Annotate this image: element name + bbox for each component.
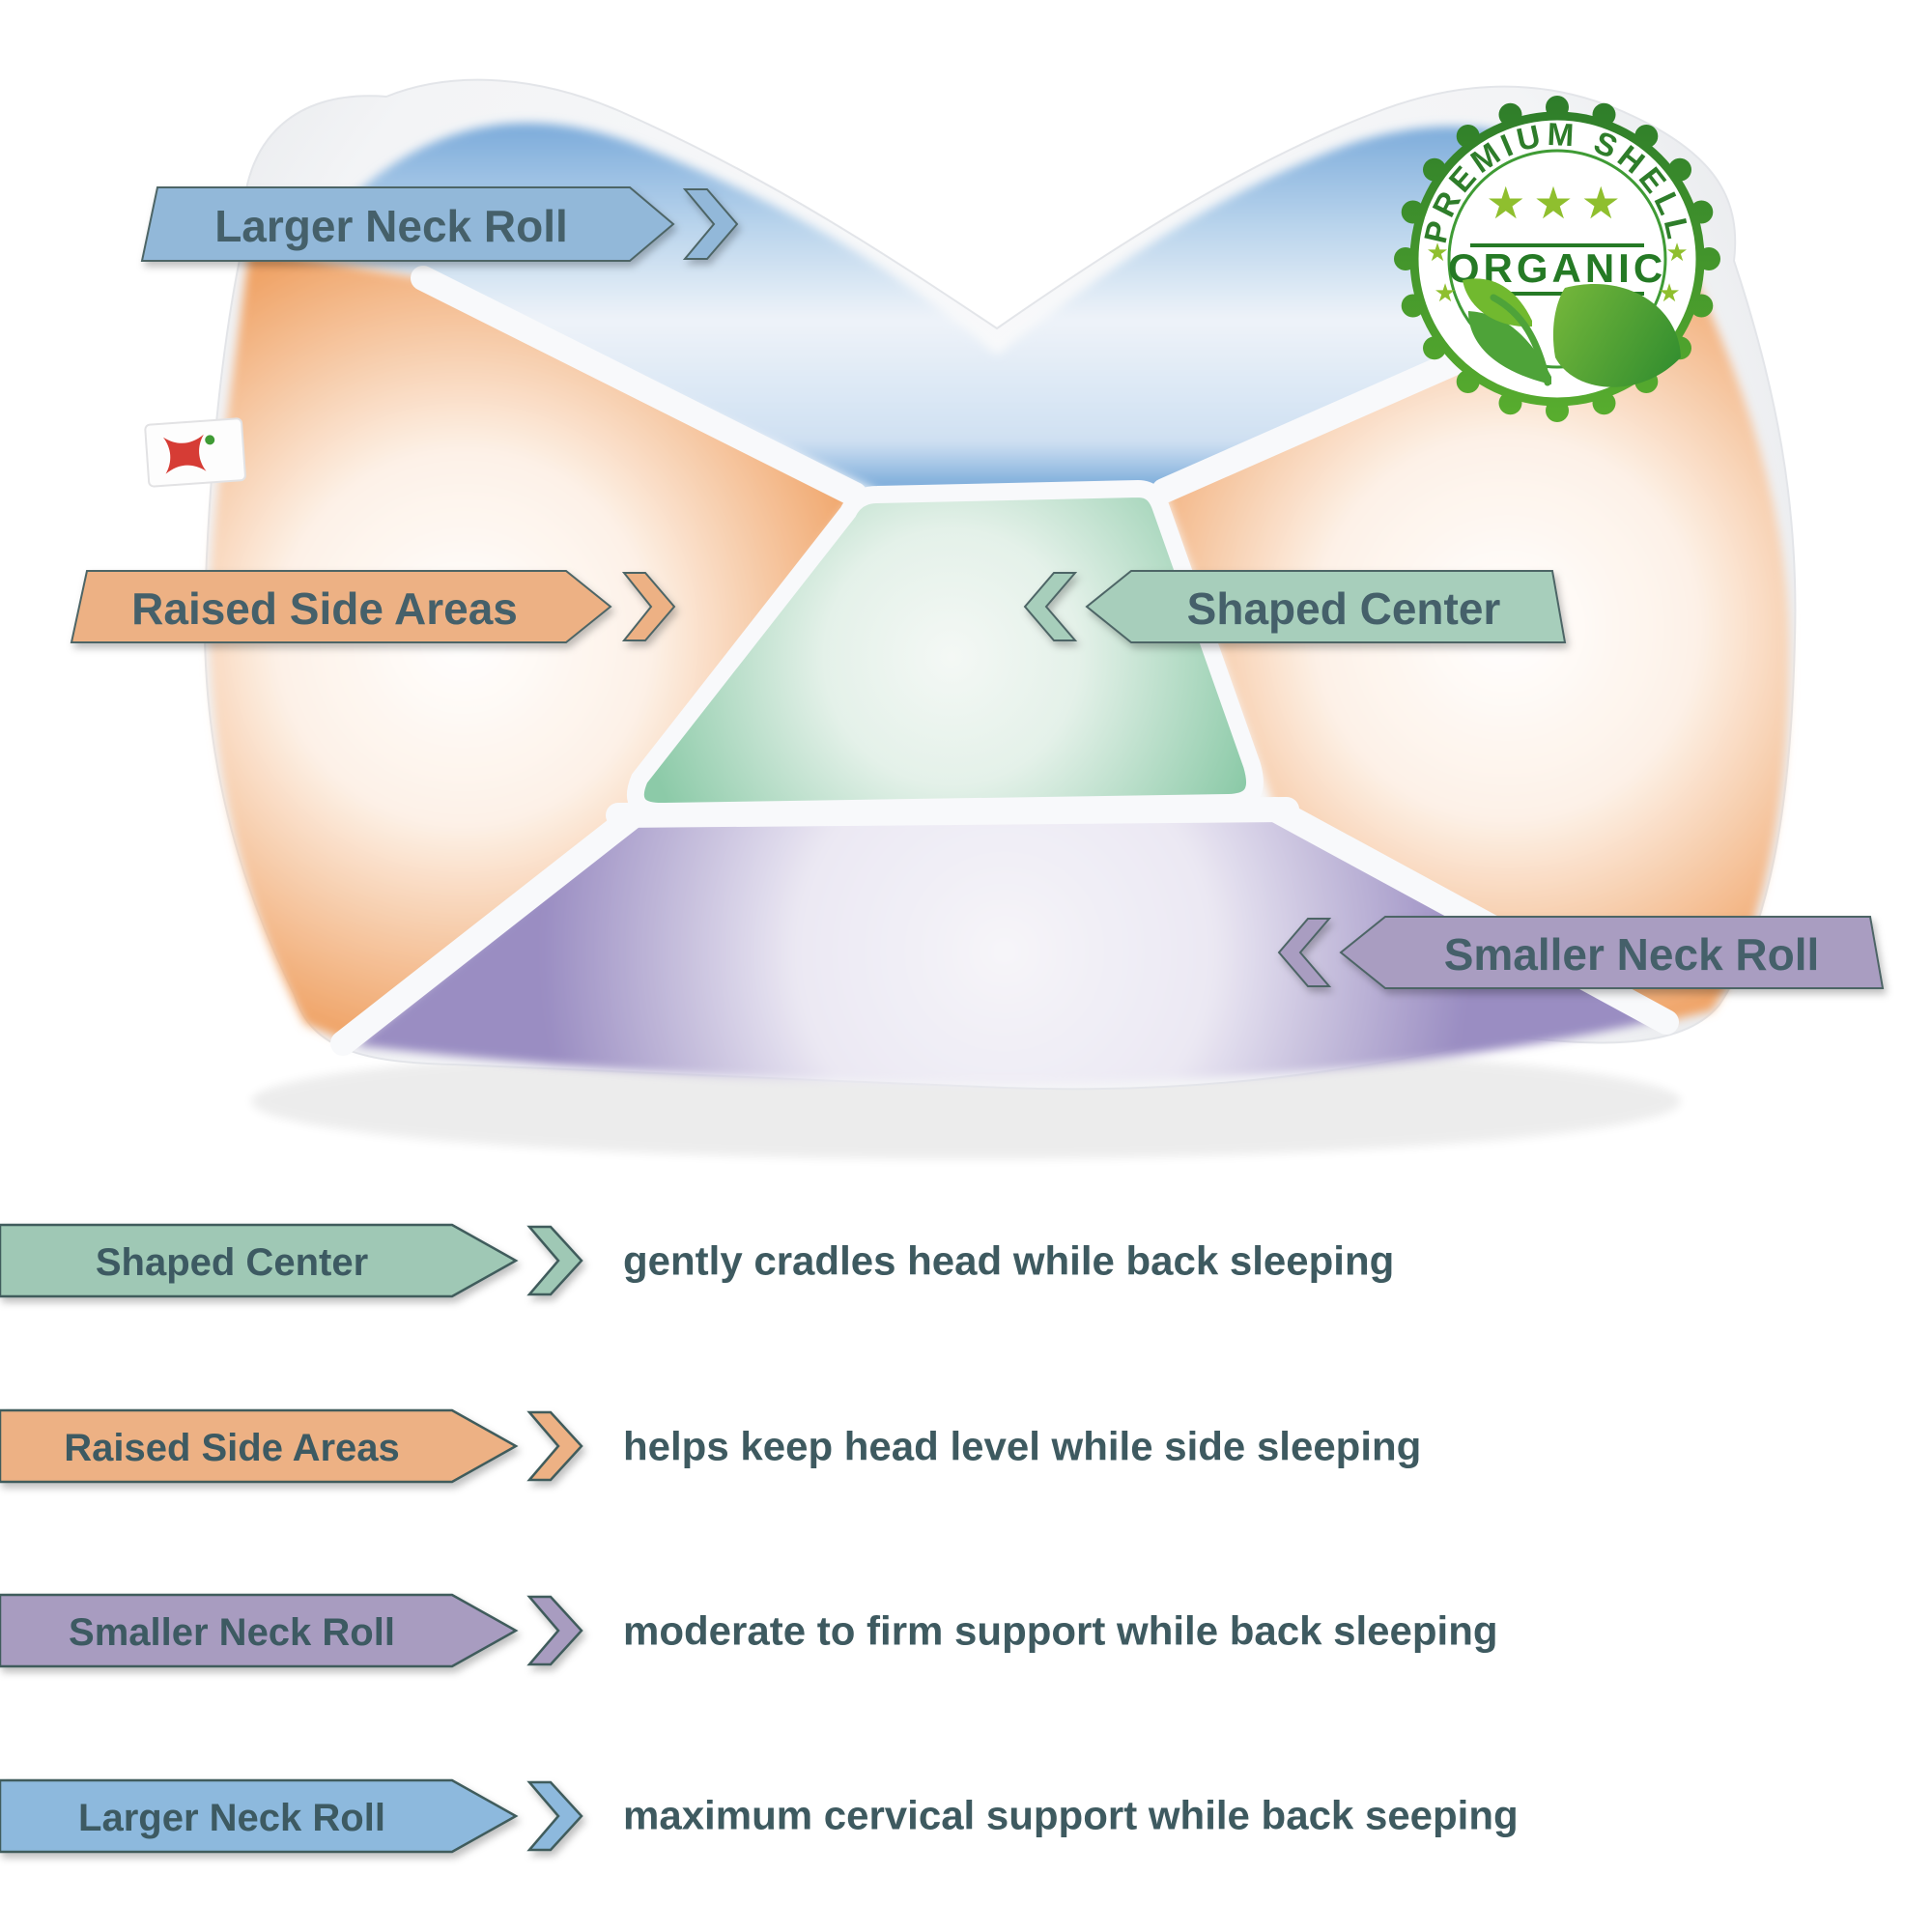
legend-banner <box>0 1408 519 1484</box>
chevron-right-icon <box>682 188 739 260</box>
legend-banner <box>0 1593 519 1668</box>
callout-banner <box>140 186 675 262</box>
legend-label: Shaped Center <box>96 1241 368 1284</box>
pillow-zone-smaller-neck-roll <box>355 813 1657 1084</box>
callout-smaller-neck-roll: Smaller Neck Roll <box>1277 916 1885 989</box>
chevron-right-icon <box>526 1225 583 1296</box>
legend-description: helps keep head level while side sleepin… <box>623 1424 1421 1469</box>
callout-banner <box>1085 570 1567 643</box>
legend-description: maximum cervical support while back seep… <box>623 1793 1519 1838</box>
pillow-zone-shaped-center <box>627 479 1264 821</box>
chevron-right-icon <box>621 572 676 641</box>
callout-larger-neck-roll: Larger Neck Roll <box>140 186 739 262</box>
badge-star-left-icon: ★ <box>1434 278 1456 307</box>
legend-row-smaller-neck-roll: Smaller Neck Roll <box>0 1593 583 1668</box>
callout-label: Shaped Center <box>1187 583 1501 634</box>
legend-row-raised-side-areas: Raised Side Areas <box>0 1408 583 1484</box>
chevron-right-icon <box>526 1410 583 1482</box>
organic-badge: PREMIUM SHELL ★★★ ★ ★ ★ ★ ORGANIC <box>1394 96 1720 422</box>
chevron-right-icon <box>526 1595 583 1666</box>
chevron-left-icon <box>1277 918 1332 987</box>
leaf-icon <box>1552 284 1681 387</box>
legend-row-shaped-center: Shaped Center <box>0 1223 583 1298</box>
pillow-zone-raised-side-left <box>209 249 855 1041</box>
callout-banner <box>1339 916 1885 989</box>
legend-banner <box>0 1778 519 1854</box>
badge-star-right-icon: ★ <box>1658 278 1680 307</box>
brand-tag-logo-icon <box>162 434 207 474</box>
legend-banner <box>0 1223 519 1298</box>
leaf-icon <box>1468 311 1551 384</box>
callout-label: Smaller Neck Roll <box>1444 929 1820 980</box>
brand-tag <box>144 417 246 488</box>
callout-banner <box>70 570 612 643</box>
legend-description: gently cradles head while back sleeping <box>623 1238 1394 1284</box>
leaf-stem <box>1490 294 1551 386</box>
badge-stars: ★★★ <box>1486 178 1629 228</box>
callout-raised-side-areas: Raised Side Areas <box>70 570 676 643</box>
callout-shaped-center: Shaped Center <box>1023 570 1567 643</box>
callout-label: Larger Neck Roll <box>214 201 568 251</box>
legend-label: Smaller Neck Roll <box>69 1611 395 1654</box>
legend-label: Raised Side Areas <box>64 1427 400 1469</box>
badge-inner-ring <box>1447 149 1667 369</box>
chevron-left-icon <box>1023 572 1078 641</box>
legend-row-larger-neck-roll: Larger Neck Roll <box>0 1778 583 1854</box>
legend-description: moderate to firm support while back slee… <box>623 1608 1498 1654</box>
badge-star-left-icon: ★ <box>1426 238 1448 267</box>
chevron-right-icon <box>526 1780 583 1852</box>
legend-label: Larger Neck Roll <box>78 1797 385 1839</box>
badge-star-right-icon: ★ <box>1665 238 1688 267</box>
callout-label: Raised Side Areas <box>131 583 518 634</box>
